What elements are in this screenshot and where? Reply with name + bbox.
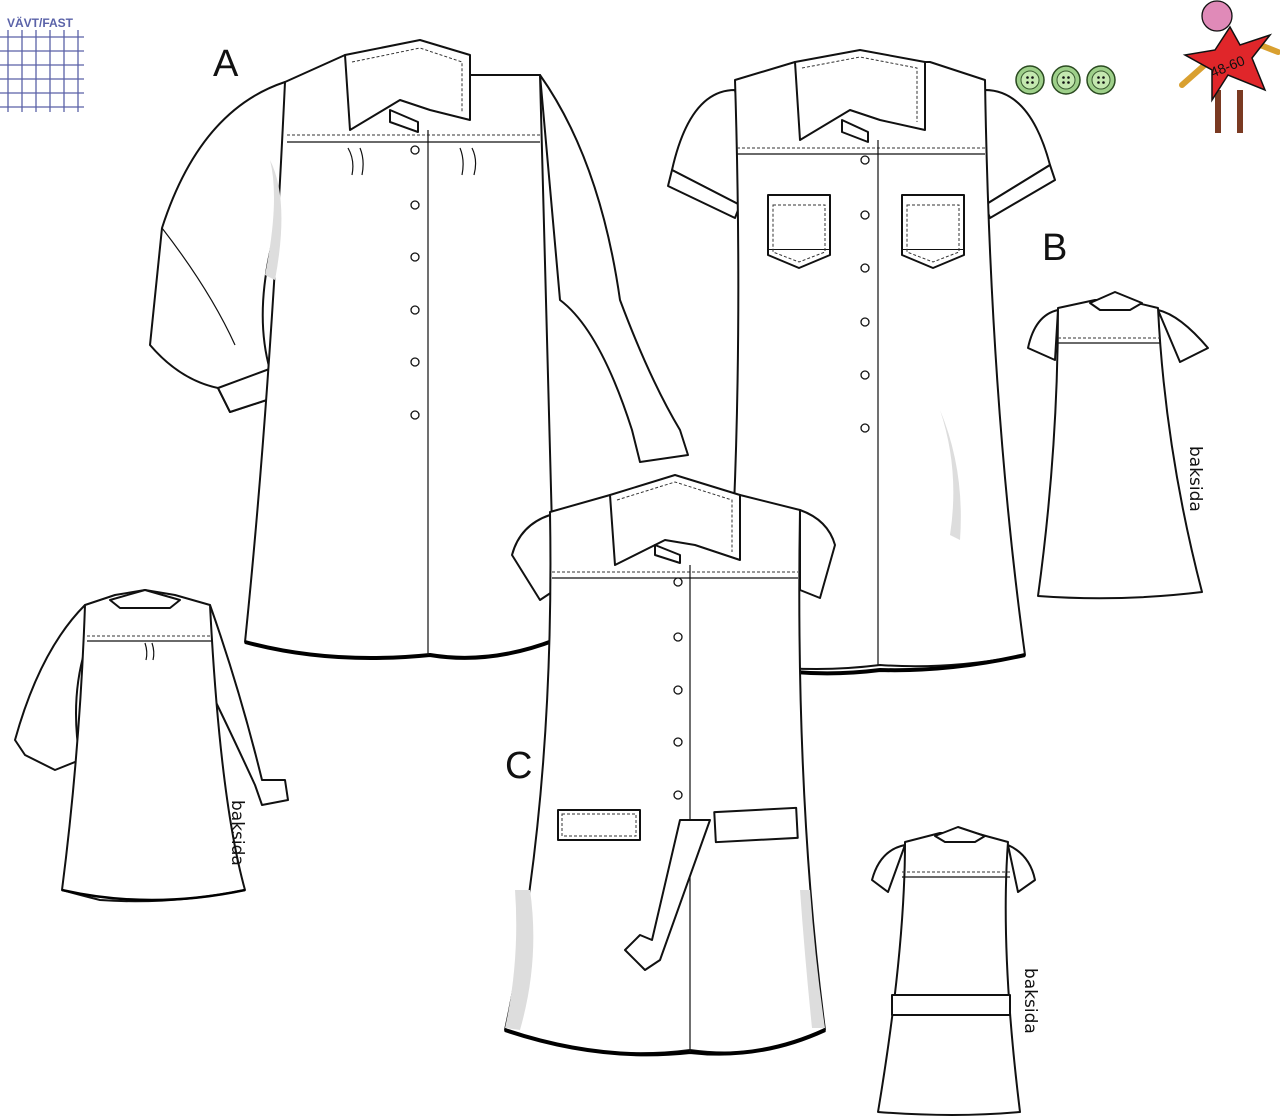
view-a-label: A xyxy=(213,43,239,85)
view-b-back: baksida xyxy=(1027,291,1209,600)
front-buttons xyxy=(410,145,420,420)
view-a-front: A xyxy=(149,39,689,661)
view-b-label: B xyxy=(1042,227,1067,269)
front-buttons xyxy=(673,577,683,800)
view-b-back-label: baksida xyxy=(1185,446,1205,512)
view-c-label: C xyxy=(505,745,532,787)
buttons-icon xyxy=(1015,65,1116,95)
fabric-label: VÄVT/FAST xyxy=(7,15,74,30)
view-c-back: baksida xyxy=(871,826,1040,1116)
woven-fabric-icon: VÄVT/FAST xyxy=(0,15,84,112)
view-c-back-label: baksida xyxy=(1020,968,1040,1034)
view-c-front: C xyxy=(504,474,836,1057)
size-badge-figure: 48-60 xyxy=(1179,0,1280,133)
front-buttons xyxy=(860,155,870,433)
view-a-back: baksida xyxy=(14,589,289,903)
view-a-back-label: baksida xyxy=(227,800,247,866)
